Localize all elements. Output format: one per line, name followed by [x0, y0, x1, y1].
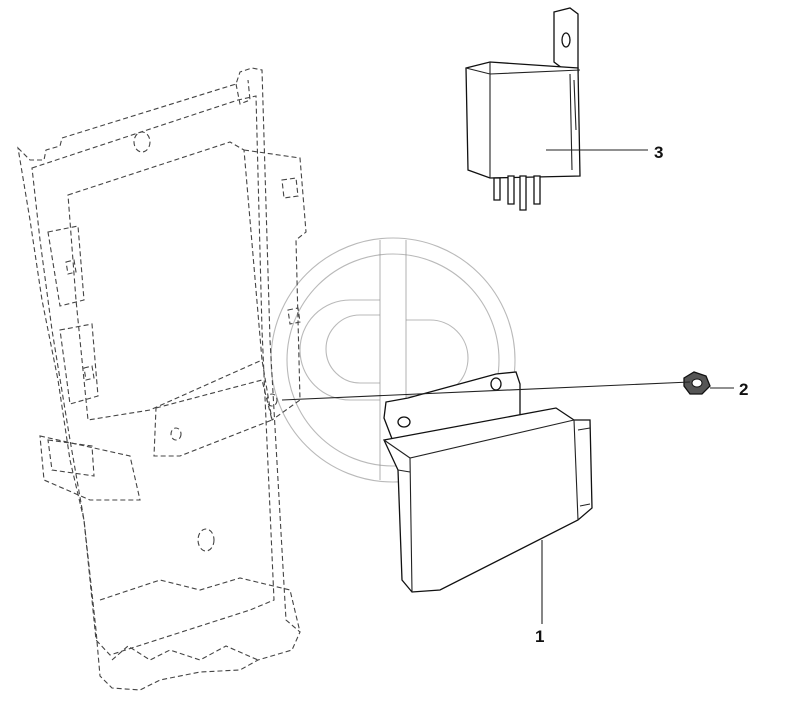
callout-1: 1 — [535, 627, 544, 646]
hex-nut — [683, 371, 711, 395]
relay — [465, 7, 581, 211]
mounting-bracket-plate — [17, 67, 307, 691]
leader-lines — [281, 149, 734, 624]
control-module — [383, 371, 593, 593]
leader-line-2-axis — [281, 381, 691, 401]
callout-2: 2 — [739, 380, 748, 399]
callout-3: 3 — [654, 143, 663, 162]
